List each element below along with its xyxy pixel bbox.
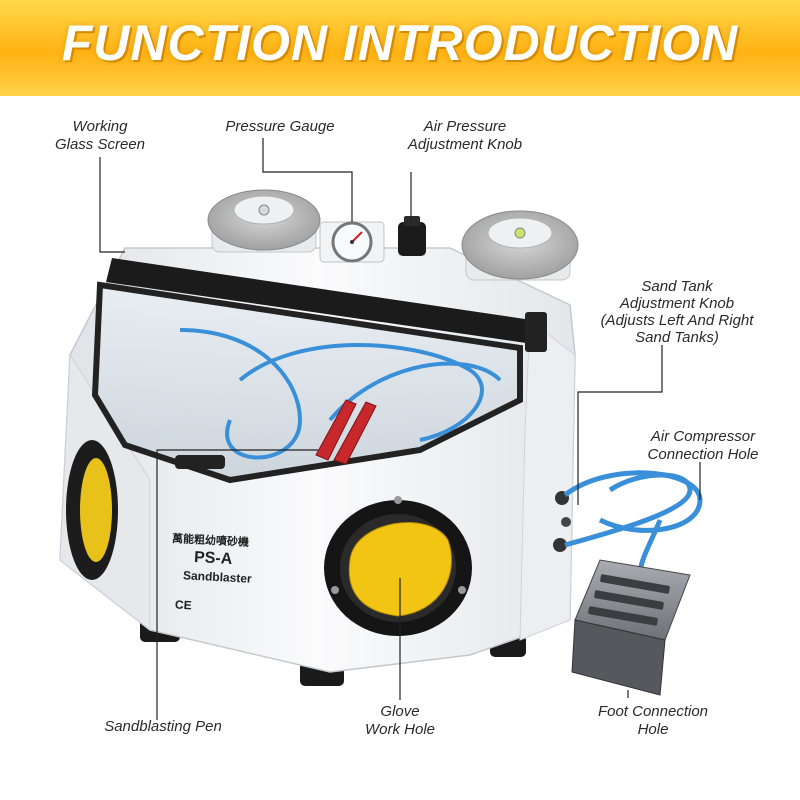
label-pressure-gauge: Pressure Gauge (225, 118, 335, 135)
air-pressure-knob (398, 222, 426, 256)
sandblasting-pen (315, 399, 357, 461)
label-air-compressor: Air Compressor Connection Hole (647, 428, 759, 463)
foot-connector (553, 538, 567, 552)
machine-plate-model: PS-A (193, 549, 233, 568)
lid-frame (106, 258, 545, 345)
label-glove-work-hole: Glove Work Hole (364, 703, 435, 738)
label-air-pressure-knob: Air Pressure Adjustment Knob (407, 118, 523, 153)
label-sandblasting-pen: Sandblasting Pen (104, 718, 222, 735)
ce-mark: CE (174, 597, 193, 613)
machine-right-side (519, 319, 576, 641)
label-foot-connection: Foot Connection Hole (597, 703, 709, 738)
working-glass-screen (91, 281, 523, 484)
yellow-glove (348, 522, 452, 617)
label-working-glass: Working Glass Screen (54, 118, 146, 153)
title-banner: FUNCTION INTRODUCTION (0, 0, 800, 96)
label-sand-tank-knob: Sand Tank Adjustment Knob (Adjusts Left … (600, 278, 754, 346)
banner-title: FUNCTION INTRODUCTION (61, 15, 739, 71)
